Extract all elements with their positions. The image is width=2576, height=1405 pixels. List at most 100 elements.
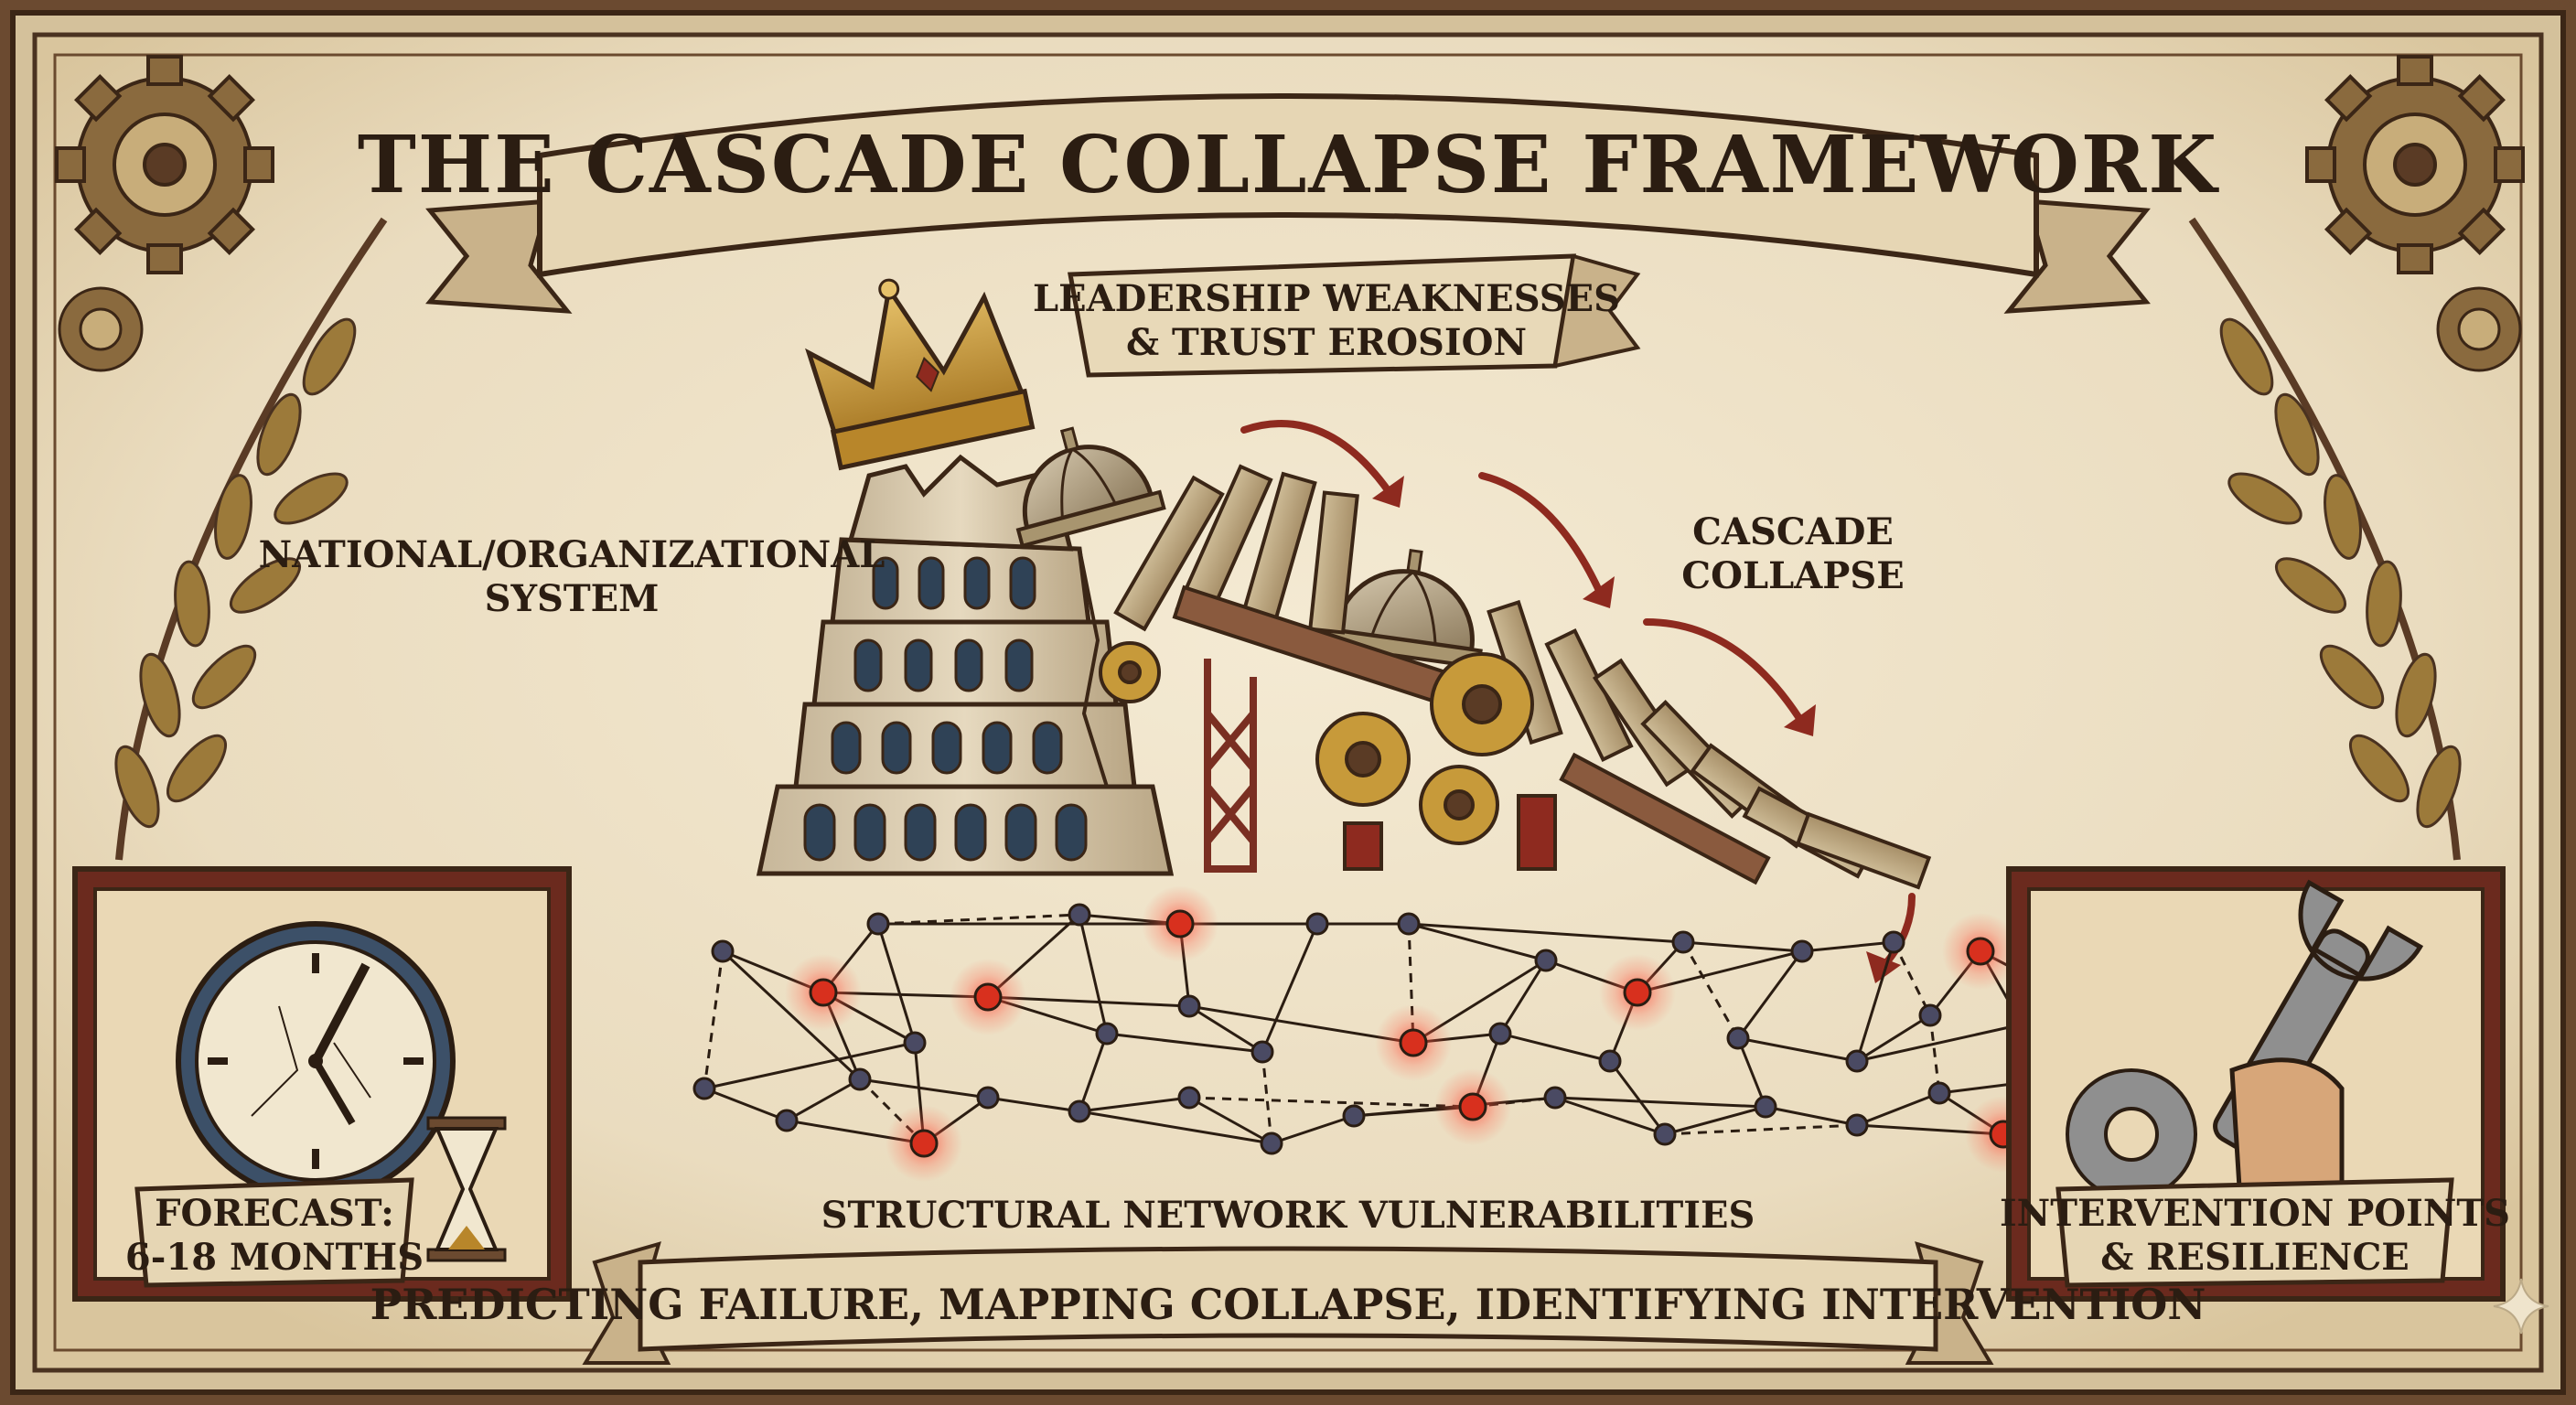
network-node: [1598, 1049, 1622, 1073]
network-node-critical: [1399, 1028, 1428, 1057]
network-edge: [1079, 1110, 1272, 1145]
network-edge: [1261, 923, 1319, 1053]
network-edge: [1188, 1096, 1474, 1109]
network-edge: [1608, 1060, 1667, 1135]
gear-icon: [58, 286, 144, 372]
network-edge: [1856, 1023, 2023, 1063]
network-edge: [1736, 1037, 1767, 1108]
network-node-critical: [909, 1129, 939, 1158]
laurel-icon: [2188, 217, 2462, 861]
network-edge: [987, 1096, 1080, 1113]
page-title: THE CASCADE COLLAPSE FRAMEWORK: [358, 119, 2220, 211]
network-node: [692, 1077, 716, 1100]
network-node: [1342, 1104, 1366, 1128]
network-node: [775, 1109, 799, 1132]
network-node: [1790, 939, 1814, 963]
network-node: [1653, 1122, 1677, 1146]
network-edge: [1856, 1091, 1940, 1127]
girder: [1172, 585, 1771, 885]
network-edge: [703, 1087, 788, 1122]
network-node: [1918, 1003, 1942, 1027]
network-edge: [877, 913, 1080, 926]
network-node: [1397, 912, 1421, 936]
network-edge: [1554, 1096, 1766, 1109]
network-edge: [1856, 1014, 1931, 1063]
network-node: [976, 1086, 1000, 1110]
network-node: [1177, 994, 1201, 1018]
network-edge: [1078, 914, 1109, 1035]
network-edge: [1408, 922, 1684, 944]
network-node: [1534, 949, 1558, 972]
crown-icon: [805, 278, 1036, 471]
network-node: [1260, 1132, 1283, 1155]
network-edge: [1736, 950, 1804, 1039]
network-edge: [1271, 1114, 1355, 1145]
network-node: [1488, 1022, 1512, 1046]
cascade-label-line1: CASCADE: [1692, 510, 1894, 553]
bottom-banner: [582, 1241, 1994, 1365]
network-node: [1068, 903, 1091, 927]
network-edge: [1737, 1036, 1858, 1063]
network-node: [1754, 1095, 1777, 1119]
network-node-critical: [1623, 978, 1652, 1007]
network-node: [866, 912, 890, 936]
forecast-label-line2: 6-18 MONTHS: [125, 1236, 424, 1279]
network-node-critical: [809, 978, 838, 1007]
dome-icon: [1322, 549, 1483, 670]
network-node-critical: [1165, 909, 1195, 938]
network-edge: [1892, 941, 1932, 1016]
network-edge: [1188, 1004, 1263, 1054]
gear-icon: [55, 55, 274, 274]
arrow-head: [1372, 476, 1901, 983]
network-edge: [1928, 1014, 1941, 1094]
network-node: [1726, 1026, 1750, 1050]
network-edge: [1855, 941, 1895, 1062]
network-edge: [1498, 960, 1548, 1035]
network-edge: [1188, 1096, 1272, 1145]
leadership-banner: [1068, 253, 1641, 378]
network-node: [1927, 1081, 1951, 1105]
network-edge: [1801, 940, 1894, 953]
intervention-label-line2: & RESILIENCE: [2100, 1236, 2410, 1279]
network-edge: [1078, 1033, 1109, 1112]
network-edge: [703, 1041, 916, 1090]
title-banner: [425, 93, 2151, 314]
leadership-label-line2: & TRUST EROSION: [1126, 321, 1527, 364]
system-label-line1: NATIONAL/ORGANIZATIONAL: [259, 533, 886, 576]
network-node: [1845, 1049, 1869, 1073]
network-node: [1177, 1086, 1201, 1110]
network-node: [1305, 912, 1329, 936]
sparkle-icon: [2493, 1278, 2549, 1335]
system-label-line2: SYSTEM: [485, 577, 660, 620]
network-edge: [1765, 1105, 1858, 1127]
network-node: [711, 939, 735, 963]
network-edge: [703, 950, 724, 1089]
dome-icon: [1015, 426, 1166, 549]
network-node-critical: [1966, 937, 1995, 966]
gear-icon: [1099, 641, 1534, 845]
forecast-banner: [134, 1177, 414, 1288]
network-node: [1095, 1022, 1119, 1046]
intervention-label-line1: INTERVENTION POINTS: [2000, 1192, 2510, 1235]
network-node: [1671, 930, 1695, 954]
clock-icon: [176, 921, 456, 1201]
network-edge: [1106, 1032, 1263, 1054]
network-node: [1845, 1113, 1869, 1137]
network-node: [1543, 1086, 1567, 1110]
network-edge: [1499, 1032, 1611, 1063]
network-node-critical: [973, 982, 1003, 1012]
gear-icon: [2305, 55, 2525, 274]
network-node: [1068, 1099, 1091, 1123]
cascade-label-line2: COLLAPSE: [1681, 554, 1904, 597]
network-edge: [1682, 940, 1803, 953]
dominoes: [1113, 464, 1932, 890]
network-edge: [786, 1078, 861, 1122]
laurel-icon: [114, 217, 388, 861]
network-edge: [1408, 922, 1547, 962]
gear-icon: [2066, 1068, 2197, 1200]
network-edge: [1554, 1096, 1666, 1136]
network-node: [848, 1067, 872, 1091]
network-edge: [876, 923, 917, 1044]
